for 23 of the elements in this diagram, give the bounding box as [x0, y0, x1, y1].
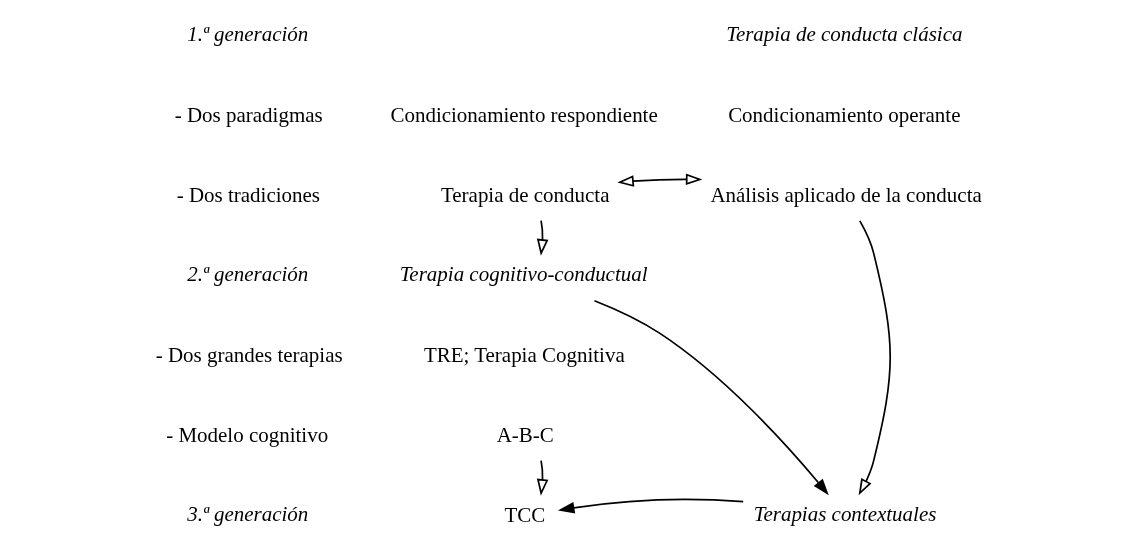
label: TRE; Terapia Cognitiva [423, 342, 625, 367]
label: - Dos tradiciones [176, 182, 320, 207]
node-text: Análisis aplicado de la conducta [709, 182, 982, 207]
label: 2.ª generación [186, 261, 308, 286]
arrow [536, 459, 548, 496]
node-text: A-B-C [496, 422, 554, 447]
label: Condicionamiento operante [727, 103, 960, 127]
arrow [557, 498, 744, 514]
arrow [536, 219, 548, 256]
arrow [593, 299, 829, 496]
label: Terapia de conducta clásica [725, 21, 962, 46]
arrow [616, 173, 702, 187]
label: - Dos paradigmas [174, 103, 323, 127]
node-text: Terapias contextuales [753, 501, 936, 526]
node-text: Terapia de conducta [440, 182, 609, 207]
node-text: Terapia cognitivo-conductual [399, 261, 648, 286]
label: 3.ª generación [186, 501, 308, 526]
label: - Dos grandes terapias [155, 342, 343, 367]
arrow [858, 220, 891, 496]
label: Condicionamiento respondiente [389, 103, 658, 127]
node-text: TCC [504, 502, 545, 527]
label: 1.ª generación [186, 21, 308, 46]
label: - Modelo cognitivo [165, 422, 328, 447]
